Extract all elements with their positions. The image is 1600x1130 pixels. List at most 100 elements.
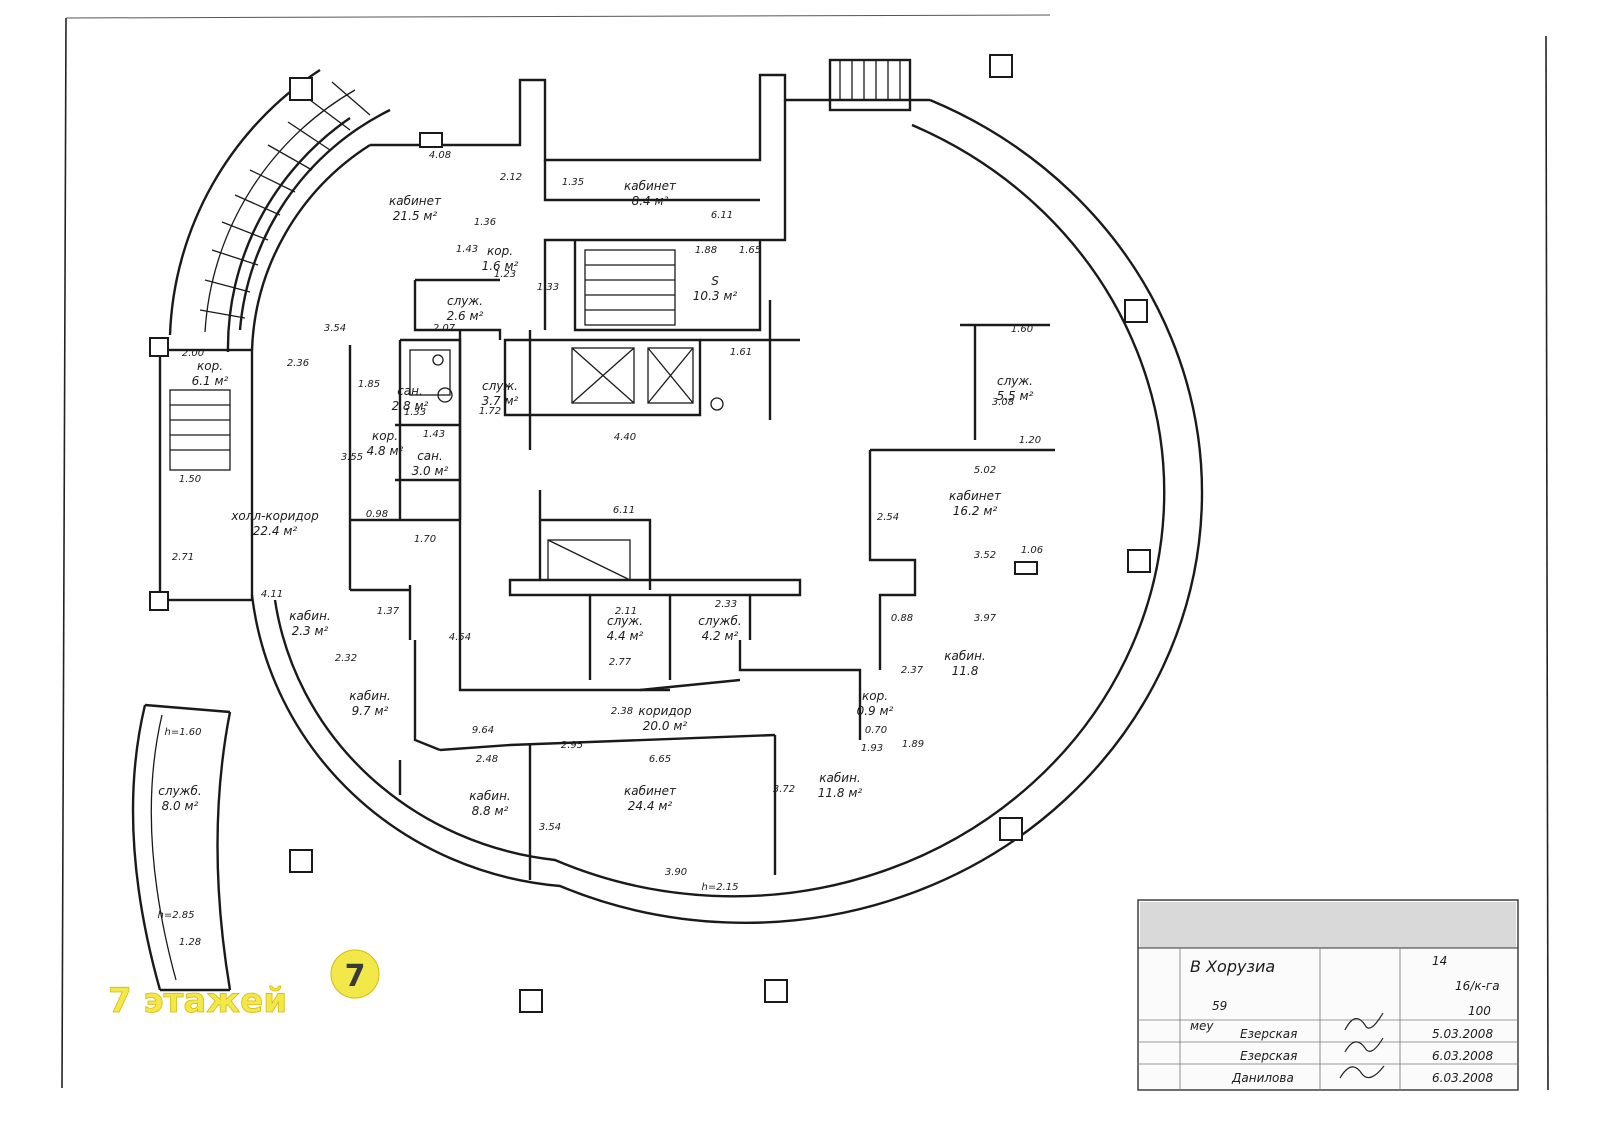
dimension-label: 1.85 [358, 379, 380, 390]
dimension-label: 1.93 [861, 743, 883, 754]
dimension-label: 5.02 [974, 465, 996, 476]
room-name: коридор [638, 704, 692, 718]
dimension-label: 1.61 [730, 347, 752, 358]
dimension-label: 2.77 [609, 657, 632, 668]
dimension-label: 1.33 [404, 407, 426, 418]
room-name: служ. [482, 379, 518, 393]
room-name: кабинет [624, 784, 677, 798]
room-area: 6.1 м² [192, 374, 229, 388]
dimension-label: 1.20 [1019, 435, 1041, 446]
dimension-label: 2.37 [901, 665, 924, 676]
dimension-label: 3.72 [773, 784, 795, 795]
room-name: кабин. [289, 609, 330, 623]
dimension-label: h=2.15 [702, 882, 739, 893]
room-name: служ. [607, 614, 643, 628]
dimension-label: 3.55 [341, 452, 363, 463]
dimension-label: 2.11 [615, 606, 637, 617]
dimension-label: 2.48 [476, 754, 498, 765]
stamp-date-2: 6.03.2008 [1432, 1049, 1493, 1063]
dimension-label: 6.11 [711, 210, 733, 221]
signature-scribble-3 [1339, 1065, 1385, 1079]
dimension-label: 3.08 [992, 397, 1014, 408]
brand-logo-icon [330, 949, 380, 999]
room-area: 3.7 м² [482, 394, 519, 408]
left-entrance-block [149, 337, 254, 611]
dimension-label: 4.54 [449, 632, 471, 643]
dimension-label: 1.33 [537, 282, 559, 293]
dimension-label: 1.65 [739, 245, 761, 256]
room-name: кор. [197, 359, 223, 373]
dimension-label: 6.65 [649, 754, 671, 765]
sheet-border-top [65, 14, 1051, 19]
dimension-label: 1.70 [414, 534, 436, 545]
room-area: 22.4 м² [253, 524, 298, 538]
room-name: кор. [862, 689, 888, 703]
stamp-signer-3: Данилова [1231, 1071, 1294, 1085]
room-name: S [711, 274, 719, 288]
dimension-label: 2.36 [287, 358, 309, 369]
room-name: кабин. [469, 789, 510, 803]
room-name: сан. [397, 384, 423, 398]
room-name: служб. [698, 614, 741, 628]
dimension-label: 2.12 [500, 172, 522, 183]
room-area: 1.6 м² [482, 259, 519, 273]
room-name: кабинет [949, 489, 1002, 503]
room-area: 8.4 м² [632, 194, 669, 208]
dimension-label: 3.90 [665, 867, 687, 878]
room-area: 0.9 м² [857, 704, 894, 718]
room-area: 11.8 [952, 664, 979, 678]
dimension-label: 6.11 [613, 505, 635, 516]
room-name: кабинет [389, 194, 442, 208]
dimension-label: 2.38 [611, 706, 633, 717]
interior-walls [348, 73, 1055, 880]
room-area: 24.4 м² [628, 799, 673, 813]
stamp-signer-1: Езерская [1240, 1027, 1297, 1041]
dimension-label: 4.08 [429, 150, 451, 161]
stamp-right-number: 100 [1468, 1004, 1491, 1018]
dimension-label: 1.89 [902, 739, 924, 750]
dimension-label: 0.70 [865, 725, 887, 736]
dimension-label: 4.40 [614, 432, 636, 443]
room-area: 20.0 м² [643, 719, 688, 733]
dimension-label: 2.00 [182, 348, 204, 359]
room-name: кабин. [944, 649, 985, 663]
room-name: сан. [417, 449, 443, 463]
room-area: 2.6 м² [447, 309, 484, 323]
dimension-label: 1.06 [1021, 545, 1043, 556]
dimension-label: 3.52 [974, 550, 996, 561]
dimension-label: h=2.85 [158, 910, 195, 921]
dimension-label: h=1.60 [165, 727, 202, 738]
dimension-label: 2.54 [877, 512, 899, 523]
dimension-label: 3.97 [974, 613, 997, 624]
dimension-label: 1.88 [695, 245, 717, 256]
room-area: 2.3 м² [292, 624, 329, 638]
dimension-label: 1.23 [494, 269, 516, 280]
dimension-label: 3.54 [539, 822, 561, 833]
sheet-border-right [1545, 35, 1549, 1091]
dimension-label: 1.43 [423, 429, 445, 440]
curved-staircase [168, 68, 391, 336]
signature-scribble-2 [1344, 1037, 1384, 1053]
room-name: кабинет [624, 179, 677, 193]
stamp-date-1: 5.03.2008 [1432, 1027, 1493, 1041]
room-area: 4.4 м² [607, 629, 644, 643]
stamp-number: 14 [1432, 954, 1447, 968]
room-area: 8.8 м² [472, 804, 509, 818]
stamp-code: 16/к-га [1455, 979, 1500, 993]
room-area: 2.8 м² [392, 399, 429, 413]
dimension-label: 1.60 [1011, 324, 1033, 335]
room-area: 21.5 м² [393, 209, 438, 223]
stamp-signer-2: Езерская [1240, 1049, 1297, 1063]
dimension-label: 9.64 [472, 725, 494, 736]
dimension-label: 0.98 [366, 509, 388, 520]
brand-logo-text: 7 [345, 959, 366, 994]
dimension-label: 1.37 [377, 606, 400, 617]
room-name: служ. [447, 294, 483, 308]
stamp-date-3: 6.03.2008 [1432, 1071, 1493, 1085]
room-name: кабин. [349, 689, 390, 703]
dimension-label: 2.71 [172, 552, 194, 563]
dimension-label: 3.54 [324, 323, 346, 334]
